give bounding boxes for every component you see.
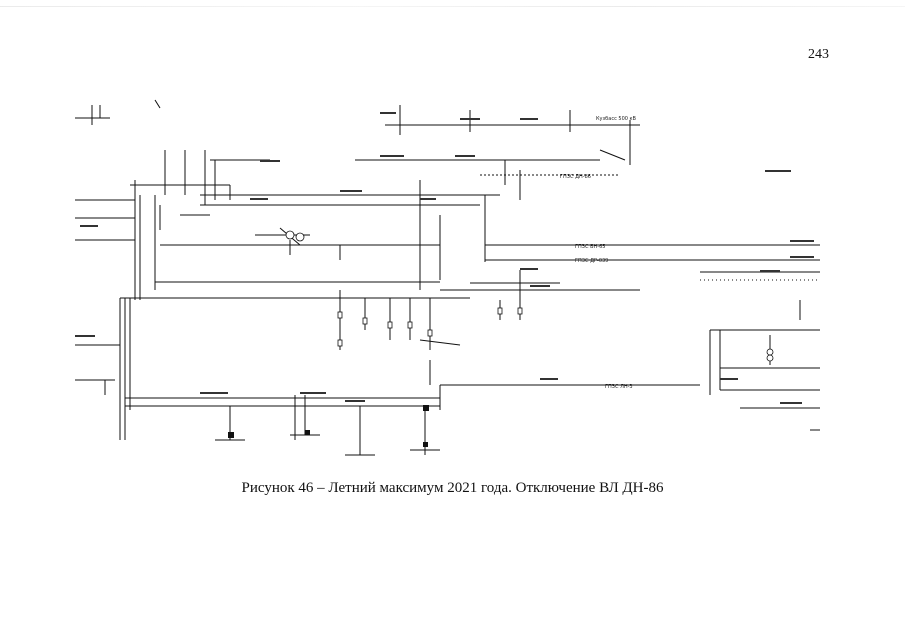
caption-prefix: Рисунок 46 – bbox=[241, 480, 329, 496]
label-kuzbass: Кузбасс 500 кВ bbox=[596, 116, 637, 122]
page-number: 243 bbox=[808, 47, 829, 62]
label-gpz-dp039: ГПЗС ДР-039 bbox=[575, 258, 608, 264]
label-gpz-dn86: ГПЗС ДН-86 bbox=[560, 174, 591, 180]
caption-text: Летний максимум 2021 года. Отключение ВЛ… bbox=[328, 480, 664, 496]
label-gpz-ln3: ГПЗС ЛН-3 bbox=[605, 384, 633, 390]
label-gpz-bn65: ГПЗС БН-65 bbox=[575, 244, 605, 250]
figure-caption: Рисунок 46 – Летний максимум 2021 года. … bbox=[0, 480, 905, 497]
scan-artifact-line bbox=[0, 6, 905, 7]
